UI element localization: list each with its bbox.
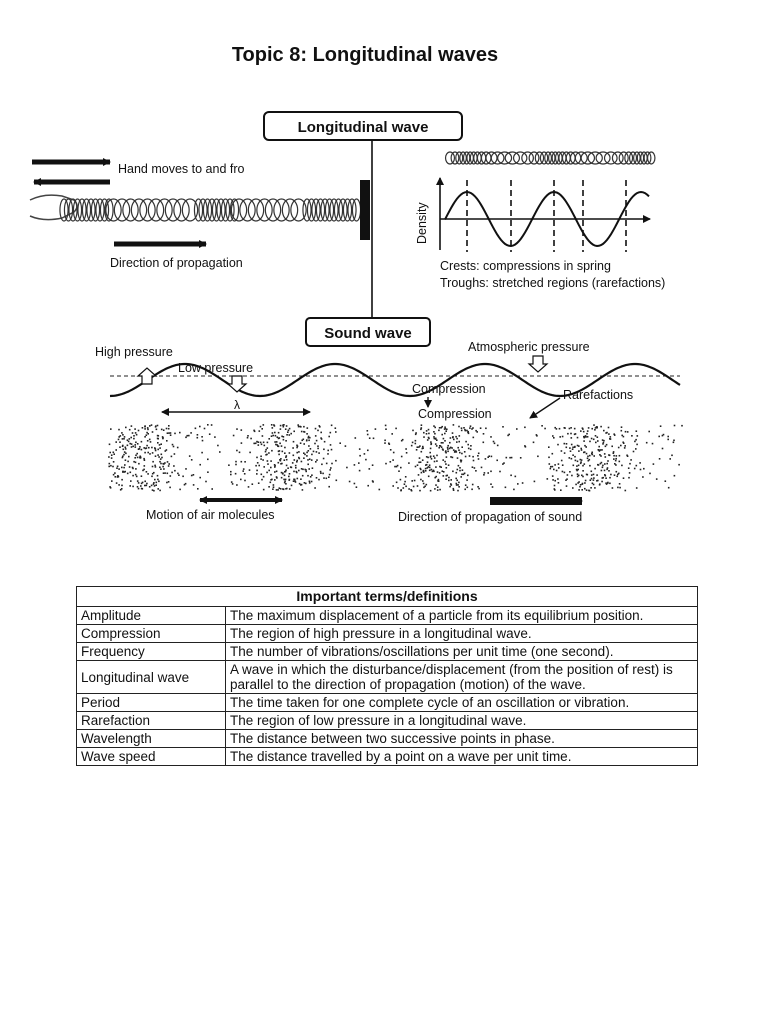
sound-wave-label: Sound wave xyxy=(324,325,412,342)
air-motion-label: Motion of air molecules xyxy=(146,508,275,522)
definition-cell: A wave in which the disturbance/displace… xyxy=(225,660,698,694)
definition-cell: The maximum displacement of a particle f… xyxy=(225,606,698,625)
wavelength-symbol: λ xyxy=(234,398,240,412)
high-pressure-marker-icon xyxy=(136,367,158,385)
sound-wave-box xyxy=(305,317,431,347)
table-heading: Important terms/definitions xyxy=(76,586,698,607)
page-title: Topic 8: Longitudinal waves xyxy=(231,44,499,66)
compression-label-2: Compression xyxy=(418,407,492,421)
longitudinal-wave-diagram: Longitudinal wave Hand moves to and fro … xyxy=(29,111,683,524)
propagation-label: Direction of propagation xyxy=(110,256,243,270)
term-cell: Period xyxy=(76,693,226,712)
wall-block xyxy=(360,180,370,240)
definition-cell: The distance between two successive poin… xyxy=(225,729,698,748)
table-header-row: Important terms/definitions xyxy=(76,586,698,607)
low-pressure-label: Low pressure xyxy=(178,361,253,375)
low-pressure-marker-icon xyxy=(226,375,248,393)
definition-cell: The number of vibrations/oscillations pe… xyxy=(225,642,698,661)
density-curve xyxy=(444,190,650,248)
definition-cell: The distance travelled by a point on a w… xyxy=(225,747,698,766)
hand-label: Hand moves to and fro xyxy=(118,162,245,176)
crests-caption: Crests: compressions in spring xyxy=(440,259,611,273)
term-cell: Amplitude xyxy=(76,606,226,625)
term-cell: Wave speed xyxy=(76,747,226,766)
air-molecule-particles xyxy=(108,424,683,492)
atmospheric-marker-icon xyxy=(527,355,549,373)
troughs-caption: Troughs: stretched regions (rarefactions… xyxy=(440,276,665,290)
sound-propagation-label: Direction of propagation of sound xyxy=(398,510,582,524)
term-cell: Longitudinal wave xyxy=(76,660,226,694)
crest-dashes xyxy=(466,180,627,252)
atmospheric-pressure-label: Atmospheric pressure xyxy=(468,340,590,354)
term-cell: Compression xyxy=(76,624,226,643)
rarefactions-pointer xyxy=(529,397,561,419)
longitudinal-wave-box xyxy=(263,111,463,141)
term-cell: Frequency xyxy=(76,642,226,661)
compression-label-1: Compression xyxy=(412,382,486,396)
compressed-spring-strip xyxy=(444,151,656,165)
longitudinal-wave-label: Longitudinal wave xyxy=(298,119,429,136)
term-cell: Wavelength xyxy=(76,729,226,748)
density-axis-label: Density xyxy=(415,202,429,244)
term-cell: Rarefaction xyxy=(76,711,226,730)
definition-cell: The region of high pressure in a longitu… xyxy=(225,624,698,643)
definition-cell: The region of low pressure in a longitud… xyxy=(225,711,698,730)
pressure-curve xyxy=(109,362,681,398)
rarefactions-label: Rarefactions xyxy=(563,388,633,402)
high-pressure-label: High pressure xyxy=(95,345,173,359)
spring-coil xyxy=(59,198,362,222)
definition-cell: The time taken for one complete cycle of… xyxy=(225,693,698,712)
